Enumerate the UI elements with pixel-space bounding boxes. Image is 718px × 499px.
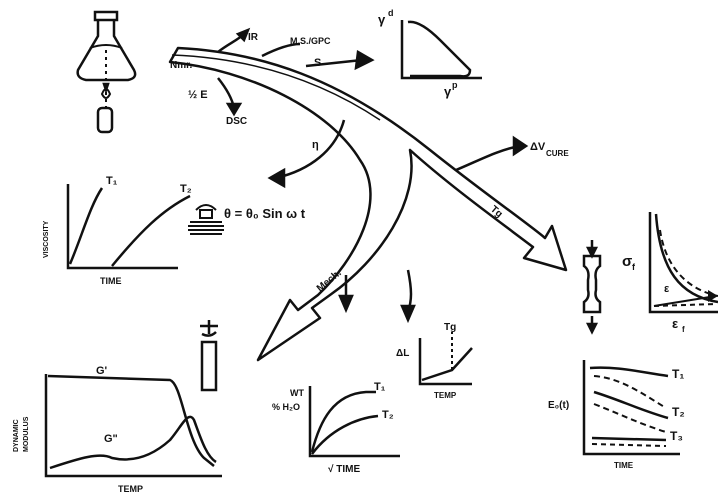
creep-x-label: TIME <box>614 461 634 470</box>
tensile-specimen-icon <box>582 240 602 335</box>
expansion-tg-label: Tg <box>444 322 456 333</box>
label-eta: η <box>312 139 319 151</box>
moisture-y-label-1: WT <box>290 388 304 398</box>
label-nmr: Nmr. <box>170 60 192 71</box>
dynamic-modulus-plot: DYNAMIC MODULUS TEMP G' G" <box>13 365 222 494</box>
label-sq: S <box>314 57 321 69</box>
surface-y-sup: d <box>388 8 394 18</box>
creep-curve-t1: T₁ <box>672 367 684 381</box>
bar-specimen-icon <box>200 320 218 392</box>
viscosity-curve-t1: T₁ <box>106 175 118 187</box>
stress-inner-label: ε <box>664 283 670 295</box>
dynamic-y-label-2: MODULUS <box>23 416 30 452</box>
stress-x-sub: f <box>682 325 685 334</box>
surface-x-label: γ <box>444 84 452 99</box>
label-mwd: M.S./GPC <box>290 36 331 46</box>
surface-x-sup: p <box>452 80 458 90</box>
label-ir: IR <box>248 32 259 43</box>
creep-curve-t3: T₃ <box>670 429 683 443</box>
viscosity-y-label: VISCOSITY <box>43 220 50 258</box>
stress-strain-plot: σ f ε ε f <box>622 212 718 334</box>
moisture-curve-t2: T₂ <box>382 409 394 421</box>
dynamic-curve-g1: G' <box>96 365 108 377</box>
creep-y-label: E₀(t) <box>548 400 569 411</box>
dynamic-y-label-1: DYNAMIC <box>13 419 20 452</box>
moisture-plot: WT % H₂O √ TIME T₁ T₂ <box>272 381 400 475</box>
viscosity-x-label: TIME <box>100 276 122 286</box>
expansion-y-label: ΔL <box>396 348 409 359</box>
creep-curve-t2: T₂ <box>672 405 685 419</box>
viscosity-plot: VISCOSITY TIME T₁ T₂ θ = θ₀ Sin ω t <box>43 175 306 286</box>
surface-y-label: γ <box>378 12 386 27</box>
moisture-x-label: √ TIME <box>328 464 360 475</box>
stress-x-label: ε <box>672 316 678 331</box>
candle-icon <box>96 88 114 134</box>
rheometer-icon <box>188 204 224 235</box>
expansion-x-label: TEMP <box>434 391 457 400</box>
viscosity-curve-t2: T₂ <box>180 183 192 195</box>
expansion-plot: ΔL Tg TEMP <box>396 322 473 400</box>
moisture-y-label-2: % H₂O <box>272 402 300 412</box>
stress-y-label: σ <box>622 253 632 270</box>
branch-arrows <box>217 27 529 324</box>
moisture-curve-t1: T₁ <box>374 381 386 393</box>
label-dsc: DSC <box>226 116 247 127</box>
main-arrow <box>168 46 568 362</box>
flask-icon <box>76 10 137 108</box>
label-half-e: ½ E <box>188 89 208 101</box>
surface-energy-plot: γ d γ p <box>378 8 482 99</box>
viscosity-equation: θ = θ₀ Sin ω t <box>224 206 306 221</box>
label-dv: ΔV <box>530 141 546 153</box>
dynamic-curve-g2: G" <box>104 433 118 445</box>
stress-y-sub: f <box>632 262 636 272</box>
creep-plot: E₀(t) TIME T₁ T₂ T₃ <box>548 360 685 470</box>
label-dv-sub: CURE <box>546 149 569 158</box>
dynamic-x-label: TEMP <box>118 484 143 494</box>
